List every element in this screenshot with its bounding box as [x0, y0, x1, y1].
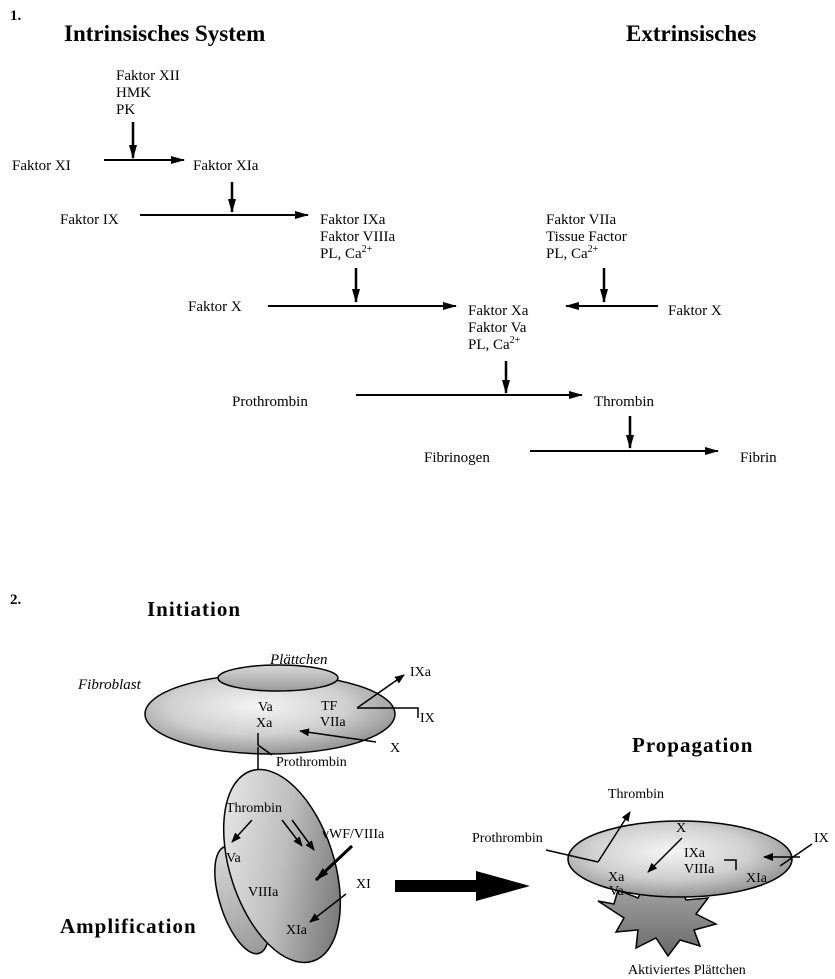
- prothrombinase-complex: Faktor Xa Faktor Va PL, Ca2+: [468, 303, 529, 353]
- prothrombinase-faktor-va: Faktor Va: [468, 320, 527, 336]
- amplification-heading: Amplification: [60, 914, 197, 938]
- fibrinogen-label: Fibrinogen: [424, 450, 490, 466]
- prop-xia: XIa: [746, 871, 768, 886]
- big-arrow: [395, 871, 530, 901]
- prop-viiia: VIIIa: [684, 862, 715, 877]
- activator-faktor-xii: Faktor XII: [116, 68, 180, 84]
- init-viia: VIIa: [320, 715, 346, 730]
- activator-stack: Faktor XII HMK PK: [116, 68, 180, 118]
- part2-number: 2.: [10, 592, 22, 608]
- init-prothrombin: Prothrombin: [276, 755, 347, 770]
- plaettchen-label: Plättchen: [269, 652, 327, 668]
- init-ixa: IXa: [410, 665, 432, 680]
- prop-thrombin: Thrombin: [608, 787, 664, 802]
- prop-x: X: [676, 821, 686, 836]
- fibrin-label: Fibrin: [740, 450, 777, 466]
- prop-aktiviertes: Aktiviertes Plättchen: [628, 963, 746, 978]
- faktor-xi-label: Faktor XI: [12, 158, 71, 174]
- activator-pk: PK: [116, 102, 135, 118]
- amp-va: Va: [226, 851, 242, 866]
- prothrombinase-faktor-xa: Faktor Xa: [468, 303, 529, 319]
- faktor-ix-label: Faktor IX: [60, 212, 119, 228]
- amplification-cells: Thrombin Va vWF/VIIIa VIIIa XI XIa: [202, 755, 385, 977]
- intrinsic-title: Intrinsisches System: [64, 21, 265, 46]
- propagation-heading: Propagation: [632, 733, 753, 757]
- activator-hmk: HMK: [116, 85, 151, 101]
- amp-xia: XIa: [286, 923, 308, 938]
- prothrombinase-pl-ca: PL, Ca2+: [468, 335, 521, 353]
- fibroblast-label: Fibroblast: [77, 677, 142, 693]
- initiation-cell: Plättchen Fibroblast Va Xa TF VIIa IXa I…: [77, 652, 435, 770]
- prop-va: Va: [609, 884, 625, 899]
- init-xa: Xa: [256, 716, 273, 731]
- prothrombin-label: Prothrombin: [232, 394, 308, 410]
- amp-viiia: VIIIa: [248, 885, 279, 900]
- prop-prothrombin: Prothrombin: [472, 831, 543, 846]
- propagation-cell: Thrombin Prothrombin X IXa VIIIa Xa Va X…: [472, 787, 829, 978]
- tenase-ext-pl-ca: PL, Ca2+: [546, 244, 599, 262]
- init-va: Va: [258, 700, 274, 715]
- prop-ixa: IXa: [684, 846, 706, 861]
- faktor-x-right-label: Faktor X: [668, 303, 722, 319]
- faktor-xia-label: Faktor XIa: [193, 158, 259, 174]
- tenase-faktor-viiia: Faktor VIIIa: [320, 229, 395, 245]
- prop-xa: Xa: [608, 870, 625, 885]
- initiation-heading: Initiation: [147, 597, 241, 621]
- prop-ix: IX: [814, 831, 829, 846]
- thrombin-label: Thrombin: [594, 394, 654, 410]
- amp-thrombin: Thrombin: [226, 801, 282, 816]
- init-ix: IX: [420, 711, 435, 726]
- amp-xi: XI: [356, 877, 371, 892]
- amp-vwf: vWF/VIIIa: [322, 827, 385, 842]
- tenase-tissue-factor: Tissue Factor: [546, 229, 627, 245]
- init-x: X: [390, 741, 400, 756]
- faktor-x-left-label: Faktor X: [188, 299, 242, 315]
- init-tf: TF: [321, 699, 338, 714]
- tenase-pl-ca: PL, Ca2+: [320, 244, 373, 262]
- tenase-faktor-ixa: Faktor IXa: [320, 212, 386, 228]
- part1-number: 1.: [10, 8, 22, 24]
- intrinsic-tenase: Faktor IXa Faktor VIIIa PL, Ca2+: [320, 212, 395, 262]
- extrinsic-title: Extrinsisches: [626, 21, 756, 46]
- tenase-faktor-viia: Faktor VIIa: [546, 212, 616, 228]
- platelet-shape: [218, 665, 338, 691]
- extrinsic-tenase: Faktor VIIa Tissue Factor PL, Ca2+: [546, 212, 627, 262]
